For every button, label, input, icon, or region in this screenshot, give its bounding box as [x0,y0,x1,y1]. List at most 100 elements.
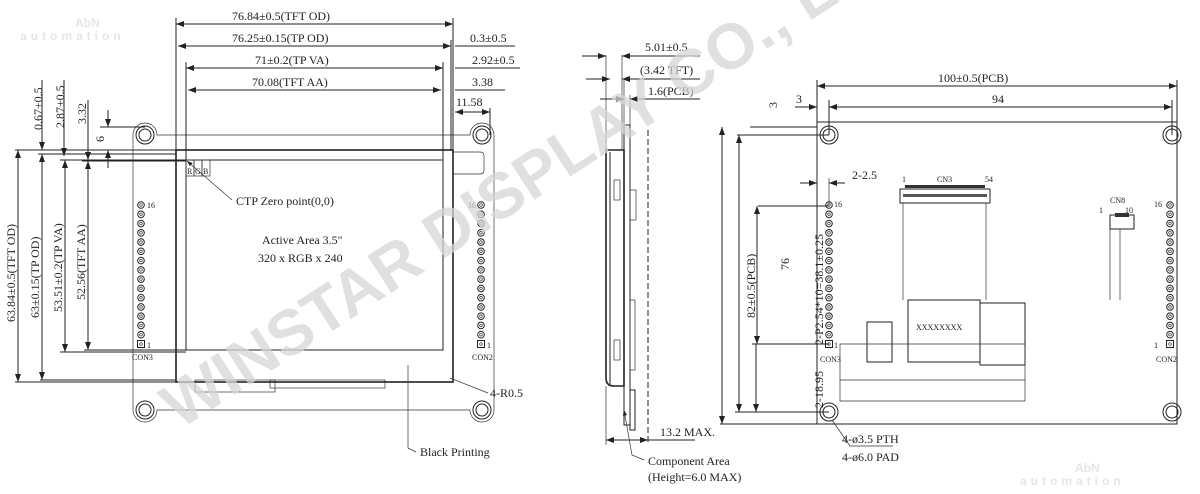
mounting-hole [135,125,492,420]
dim-header-offset: 2-2.5 [852,168,877,182]
header-pin-hole [139,333,143,337]
dim-tft-od-width: 76.84±0.5(TFT OD) [232,9,330,23]
dim-tft-aa-width: 70.08(TFT AA) [252,75,328,89]
header-pin-hole [139,342,143,346]
header-pin-hole [139,258,143,263]
svg-text:1: 1 [147,341,151,350]
svg-text:automation: automation [1020,474,1125,488]
header-pin-hole [1168,203,1172,207]
header-pin [825,312,833,321]
header-pin-hole [1168,249,1172,253]
svg-text:CN3: CN3 [937,175,952,184]
side-view: 5.01±0.5 (3.42 TFT) 1.6(PCB) 13.2 MAX. C… [582,40,741,484]
header-pin-hole [827,240,831,244]
header-pin-hole [1168,221,1172,226]
header-pin [477,210,485,219]
dim-pcb-width: 100±0.5(PCB) [938,71,1008,85]
header-pin-hole [827,221,831,226]
header-pin [477,247,485,256]
header-pin [825,210,833,219]
header-pin-hole [1168,212,1172,216]
svg-text:XXXXXXXX: XXXXXXXX [916,323,962,332]
back-con3-label: CON2 [1156,355,1177,364]
header-pin-hole [479,212,483,216]
header-pin-hole [139,221,143,226]
header-pin [1166,266,1174,274]
header-pin-hole [479,323,483,328]
svg-text:10: 10 [1125,206,1133,215]
svg-text:B: B [203,167,208,176]
svg-text:automation: automation [20,29,125,43]
header-pin [1166,330,1174,339]
svg-text:54: 54 [985,175,993,184]
dim-offset-x: 3 [796,92,802,106]
header-pin [477,201,485,209]
header-pin [1166,321,1174,330]
dim-offset-338: 3.38 [472,75,493,89]
header-pin-hole [1168,323,1172,328]
dim-offset-292: 2.92±0.5 [472,53,515,67]
header-pin [137,201,145,209]
header-pin [1166,312,1174,321]
header-pin-hole [827,305,831,309]
header-pin [137,275,145,283]
header-pin-hole [139,268,143,272]
header-pin-hole [1168,342,1172,346]
holes-pth-label: 4-ø3.5 PTH [842,432,899,446]
header-pin-hole [139,314,143,318]
header-pin-hole [827,333,831,337]
pcb-outline-back [816,121,1178,425]
svg-text:1: 1 [1099,206,1103,215]
ctp-zero-point-label: CTP Zero point(0,0) [236,194,334,208]
fpc-tab [453,151,485,175]
header-pin-hole [1168,296,1172,300]
svg-text:1: 1 [487,341,491,350]
header-pin-hole [139,286,143,291]
dim-tp-od-width: 76.25±0.15(TP OD) [232,31,328,45]
pin-header-con2-back [825,201,833,348]
header-pin-hole [479,240,483,244]
header-pin [1166,219,1174,228]
pcb-outline [132,122,495,423]
header-pin-hole [827,277,831,281]
header-pin-hole [479,258,483,263]
pin-header-con3 [137,201,145,348]
header-pin-hole [479,333,483,337]
con3-label: CON3 [132,353,153,362]
header-pin-hole [479,314,483,318]
header-pin-hole [139,323,143,328]
dim-hole-span-v: 76 [778,258,792,270]
svg-text:R: R [187,167,193,176]
dim-hole-span: 94 [992,92,1004,106]
header-pin [477,321,485,330]
dim-tp-od-height: 63±0.15(TP OD) [28,237,42,318]
header-pin [477,293,485,302]
header-pin-hole [1168,268,1172,272]
header-pin-hole [479,231,483,235]
header-pin-hole [479,277,483,281]
dim-332: 3.32 [75,103,89,124]
black-printing-label: Black Printing [420,445,490,459]
header-pin [1166,293,1174,302]
header-pin [137,312,145,321]
dim-offset-1158: 11.58 [456,95,483,109]
header-pin [825,229,833,237]
header-pin-hole [139,212,143,216]
dim-tp-va-width: 71±0.2(TP VA) [255,53,329,67]
holes-pad-label: 4-ø6.0 PAD [842,450,899,464]
header-pin [1166,229,1174,237]
header-pin-hole [139,249,143,253]
header-pin [1166,210,1174,219]
header-pin-hole [139,240,143,244]
header-pin [137,293,145,302]
svg-text:16: 16 [834,200,842,209]
svg-text:G: G [195,167,201,176]
header-pin [137,284,145,293]
dim-tft-aa-height: 52.56(TFT AA) [74,224,88,300]
dim-pcb-height: 82±0.5(PCB) [744,254,758,318]
back-view: 1 CN3 54 CN8 1 10 XXXXXXXX 16 1 CON3 16 … [719,71,1182,464]
header-pin [137,229,145,237]
header-pin-hole [827,296,831,300]
header-pin [137,266,145,274]
